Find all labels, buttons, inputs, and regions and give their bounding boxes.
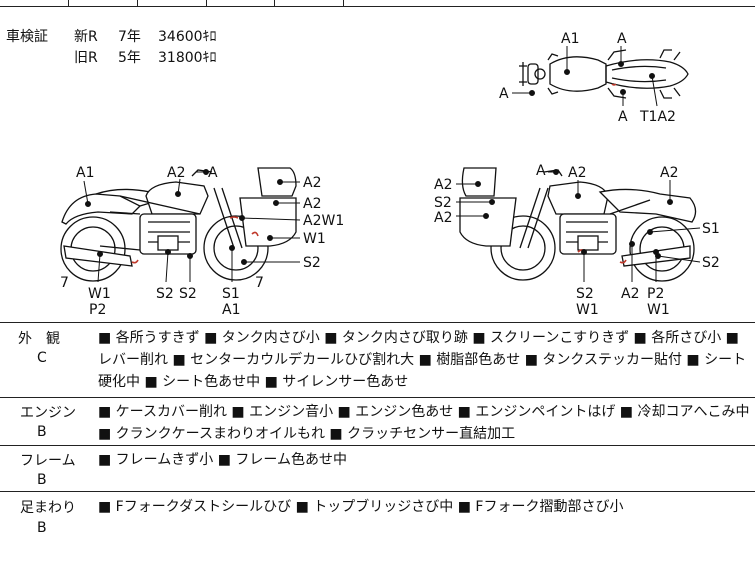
category-detail: ■ フレームきず小 ■ フレーム色あせ中 <box>98 452 347 468</box>
label-a1: A1 <box>76 165 94 181</box>
label-a: A <box>536 163 546 179</box>
table-row-rule <box>0 491 755 492</box>
header-cell-1 <box>0 0 69 6</box>
damage-mark <box>611 83 617 86</box>
label-s2: S2 <box>303 255 321 271</box>
inspection-price: 34600ｷﾛ <box>158 29 217 45</box>
motorcycle-damage-diagram: A1 A A A T1A2 <box>60 31 720 318</box>
label-a1: A1 <box>561 31 579 47</box>
label-a2: A2 <box>434 177 452 193</box>
header-cell-4 <box>207 0 275 6</box>
label-p2: P2 <box>89 302 106 318</box>
label-s2: S2 <box>434 195 452 211</box>
top-view-diagram <box>519 49 689 99</box>
label-a2: A2 <box>434 210 452 226</box>
label-t1a2: T1A2 <box>639 109 676 125</box>
header-cell-5 <box>275 0 344 6</box>
category-detail: ■ ケースカバー削れ ■ エンジン音小 ■ エンジン色あせ ■ エンジンペイント… <box>98 404 750 442</box>
label-a1: A1 <box>222 302 240 318</box>
category-name: フレーム <box>20 453 76 469</box>
inspection-row-new: 新R 7年 34600ｷﾛ <box>74 27 217 48</box>
label-a2: A2 <box>303 196 321 212</box>
label-w1: W1 <box>303 231 326 247</box>
category-grade: C <box>37 350 47 366</box>
category-grade: B <box>37 424 47 440</box>
header-cell-2 <box>69 0 138 6</box>
label-w1: W1 <box>647 302 670 318</box>
label-w1: W1 <box>576 302 599 318</box>
category-detail: ■ 各所うすきず ■ タンク内さび小 ■ タンク内さび取り跡 ■ スクリーンこす… <box>98 330 747 390</box>
label-7: 7 <box>255 275 264 291</box>
label-a: A <box>617 31 627 47</box>
right-view-pointers <box>456 169 701 282</box>
label-a: A <box>499 86 509 102</box>
left-view-pointers <box>83 169 301 283</box>
label-a2: A2 <box>621 286 639 302</box>
inspection-row-old: 旧R 5年 31800ｷﾛ <box>74 48 217 69</box>
category-grade: B <box>37 520 47 536</box>
label-a: A <box>618 109 628 125</box>
label-a2: A2 <box>303 175 321 191</box>
header-cell-3 <box>138 0 207 6</box>
label-s2: S2 <box>576 286 594 302</box>
label-s2: S2 <box>702 255 720 271</box>
label-a2: A2 <box>568 165 586 181</box>
inspection-years: 7年 <box>118 29 141 45</box>
label-s2: S2 <box>179 286 197 302</box>
label-s1: S1 <box>702 221 720 237</box>
label-7: 7 <box>60 275 69 291</box>
label-a: A <box>208 165 218 181</box>
label-a2: A2 <box>167 165 185 181</box>
label-s2: S2 <box>156 286 174 302</box>
label-p2: P2 <box>647 286 664 302</box>
header-bottom-rule <box>0 6 755 7</box>
damage-mark <box>131 216 259 264</box>
table-top-rule <box>0 322 755 323</box>
label-w1: W1 <box>88 286 111 302</box>
category-detail: ■ Fフォークダストシールひび ■ トップブリッジさび中 ■ Fフォーク摺動部さ… <box>98 499 624 515</box>
inspection-type: 旧R <box>74 50 98 66</box>
left-side-view-diagram <box>60 167 297 282</box>
label-a2: A2 <box>660 165 678 181</box>
category-name: 足まわり <box>20 500 76 516</box>
label-a2w1: A2W1 <box>303 213 344 229</box>
table-row-rule <box>0 397 755 398</box>
inspection-years: 5年 <box>118 50 141 66</box>
category-name: エンジン <box>20 405 76 421</box>
inspection-price: 31800ｷﾛ <box>158 50 217 66</box>
label-s1: S1 <box>222 286 240 302</box>
top-view-pointers <box>512 46 658 107</box>
table-row-rule <box>0 445 755 446</box>
category-name: 外 観 <box>18 331 60 347</box>
category-grade: B <box>37 472 47 488</box>
inspection-label: 車検証 <box>6 29 48 45</box>
inspection-type: 新R <box>74 29 98 45</box>
